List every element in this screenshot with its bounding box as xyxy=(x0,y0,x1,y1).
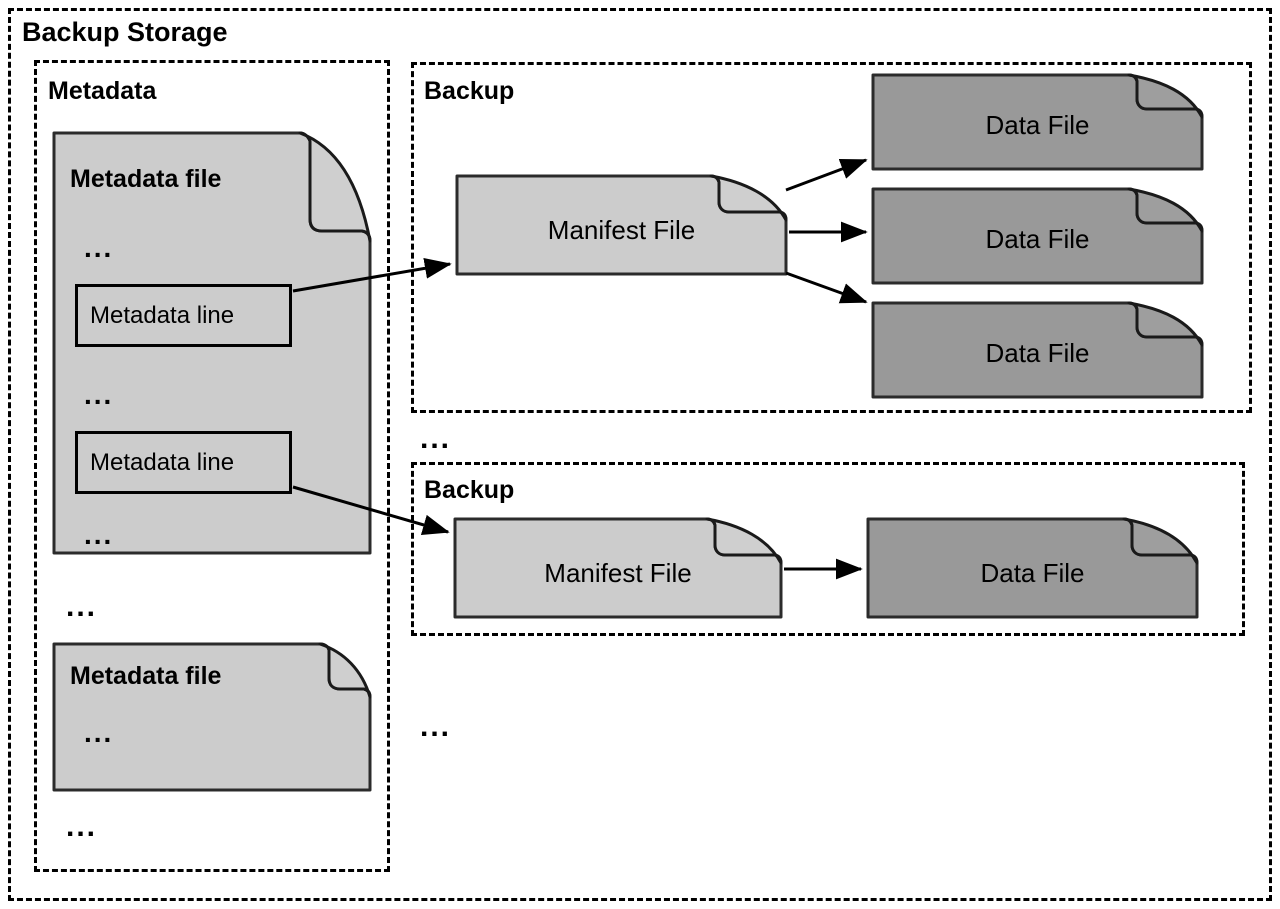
data-file-2-1-fold-icon xyxy=(1122,517,1199,565)
data-file-1-1[interactable]: Data File xyxy=(871,73,1204,171)
backup-2-title: Backup xyxy=(424,476,515,504)
data-file-1-2-fold-icon xyxy=(1127,187,1204,233)
backup-storage-container xyxy=(8,8,1272,901)
metadata-file-2-ellipsis-inner: ... xyxy=(84,717,114,748)
metadata-file-2-fold-icon xyxy=(318,642,372,699)
metadata-line-1-label: Metadata line xyxy=(90,301,235,329)
metadata-file-1-fold-icon xyxy=(298,131,372,243)
backup-1-title: Backup xyxy=(424,77,515,105)
metadata-line-1[interactable]: Metadata line xyxy=(75,284,292,347)
metadata-ellipsis-after-files: ... xyxy=(66,810,98,843)
manifest-file-1[interactable]: Manifest File xyxy=(455,174,788,276)
data-file-2-1[interactable]: Data File xyxy=(866,517,1199,619)
metadata-ellipsis-between-files: ... xyxy=(66,590,98,623)
metadata-file-1-ellipsis-bottom: ... xyxy=(84,519,114,550)
manifest-file-1-fold-icon xyxy=(709,174,788,222)
metadata-container xyxy=(34,60,390,872)
backup-ellipsis-after: ... xyxy=(420,710,452,743)
backup-storage-title: Backup Storage xyxy=(22,17,228,47)
metadata-file-1-ellipsis-mid: ... xyxy=(84,379,114,410)
data-file-1-1-fold-icon xyxy=(1127,73,1204,119)
manifest-file-2-fold-icon xyxy=(705,517,783,565)
metadata-file-2[interactable]: Metadata file ... xyxy=(52,642,372,792)
backup-container-2 xyxy=(411,462,1245,636)
metadata-line-2[interactable]: Metadata line xyxy=(75,431,292,494)
manifest-file-2[interactable]: Manifest File xyxy=(453,517,783,619)
backup-ellipsis-between: ... xyxy=(420,422,452,455)
metadata-line-2-label: Metadata line xyxy=(90,448,235,476)
data-file-1-3[interactable]: Data File xyxy=(871,301,1204,399)
metadata-file-1-ellipsis-top: ... xyxy=(84,232,114,263)
data-file-1-2[interactable]: Data File xyxy=(871,187,1204,285)
metadata-section-title: Metadata xyxy=(48,77,157,105)
backup-container-1 xyxy=(411,62,1252,413)
data-file-1-3-fold-icon xyxy=(1127,301,1204,347)
